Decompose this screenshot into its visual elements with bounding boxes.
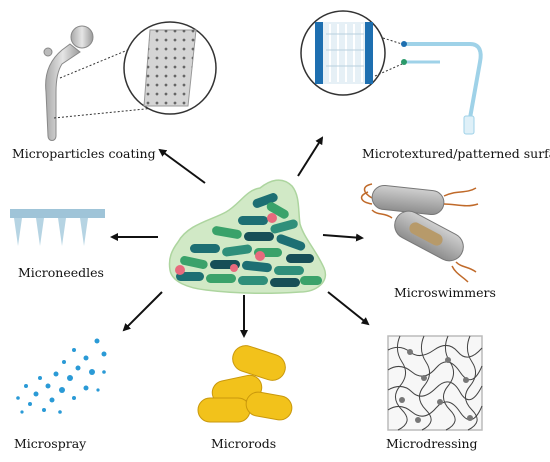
arrow-to-dressing [327,291,370,326]
label-microparticles-coating: Microparticles coating [12,146,156,161]
arrow-to-spray [122,291,163,332]
label-microdressing: Microdressing [386,436,478,451]
biofilm-icon [168,179,327,295]
dressing-mesh-icon [387,335,483,431]
catheter-icon [300,10,483,135]
arrow-to-textured [297,136,324,177]
hip-implant-icon [43,21,217,141]
label-microneedles: Microneedles [18,265,104,280]
microswimmer-icon [360,183,479,283]
microneedle-patch-icon [10,209,105,246]
arrow-to-swimmers [322,233,364,242]
arrow-to-coating [158,148,206,184]
label-microswimmers: Microswimmers [394,285,496,300]
arrows [110,136,370,338]
label-microrods: Microrods [211,436,277,451]
label-microspray: Microspray [14,436,87,451]
microrods-icon [197,345,293,423]
label-microtextured-surface: Microtextured/patterned surface [362,146,550,161]
spray-droplets-icon [16,338,107,414]
